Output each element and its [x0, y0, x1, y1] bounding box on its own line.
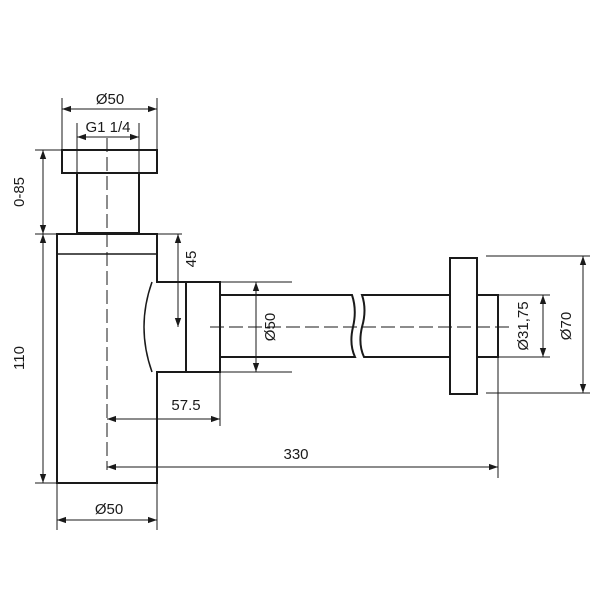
inner-curve	[143, 281, 153, 373]
label-body-height: 110	[11, 346, 28, 370]
inlet-tube	[76, 172, 140, 234]
label-pipe-diameter: Ø31,75	[515, 301, 532, 350]
dimension-lines	[39, 105, 587, 524]
label-height-adjust: 0-85	[11, 177, 28, 207]
center-lines	[106, 138, 510, 470]
dimension-labels: Ø50 G1 1/4 0-85 110 45 Ø50 Ø31,75 Ø70 57…	[11, 91, 575, 518]
top-cap	[61, 149, 158, 174]
label-top-diameter: Ø50	[96, 91, 124, 108]
outlet-pipe-left	[219, 294, 357, 358]
wall-flange	[449, 257, 478, 395]
label-outlet-offset: 57.5	[171, 397, 200, 414]
label-bottom-diameter: Ø50	[95, 501, 123, 518]
label-thread: G1 1/4	[85, 119, 130, 136]
trap-body	[56, 233, 187, 484]
label-outlet-height: 45	[183, 251, 200, 268]
label-total-length: 330	[283, 446, 308, 463]
extension-lines	[35, 98, 590, 530]
label-inlet-diameter: Ø50	[262, 313, 279, 341]
label-flange-diameter: Ø70	[558, 312, 575, 340]
